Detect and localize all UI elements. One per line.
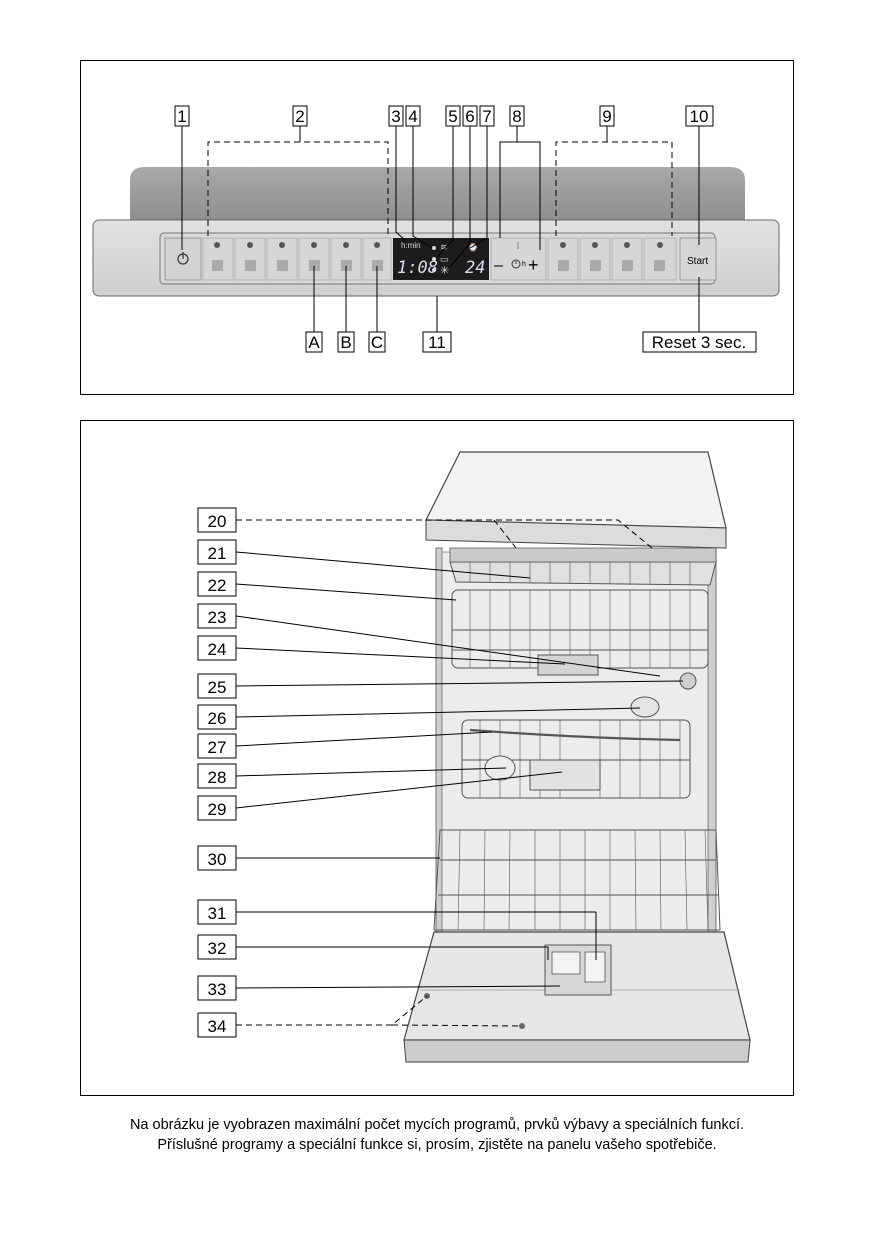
indicator-dot (432, 268, 436, 272)
callout-23: 23 (208, 608, 227, 627)
callout-25: 25 (208, 678, 227, 697)
interior-leader-lines (235, 519, 684, 1027)
filter-cap (630, 696, 660, 718)
callout-30: 30 (208, 850, 227, 869)
callout-27: 27 (208, 738, 227, 757)
display-time: 1:08 (397, 258, 438, 278)
timer-control: – h + (490, 237, 547, 281)
callout-31: 31 (208, 904, 227, 923)
display-hours: 24 (465, 258, 485, 278)
callout-2: 2 (295, 107, 304, 126)
callout-33: 33 (208, 980, 227, 999)
callout-8: 8 (512, 107, 521, 126)
display-panel: h:min 1:08 ≋ ▭ ✳ ⌚ 24 (393, 238, 489, 280)
lower-spray-arm (529, 759, 601, 791)
reset-label: Reset 3 sec. (652, 333, 747, 352)
option-button[interactable] (643, 237, 677, 281)
option-button[interactable] (579, 237, 611, 281)
interior-callout-boxes (197, 507, 237, 1038)
callout-32: 32 (208, 939, 227, 958)
panel-callouts-bottom (305, 331, 757, 353)
callout-22: 22 (208, 576, 227, 595)
caption-line-1: Na obrázku je vyobrazen maximální počet … (129, 1117, 745, 1133)
start-label: Start (687, 256, 708, 267)
start-button[interactable]: Start (679, 237, 717, 281)
power-button[interactable] (164, 237, 202, 281)
callout-7: 7 (482, 107, 491, 126)
callout-A: A (308, 333, 320, 352)
worktop (425, 451, 727, 529)
callout-29: 29 (208, 800, 227, 819)
upper-spray-arm (537, 654, 599, 676)
callout-20: 20 (208, 512, 227, 531)
callout-6: 6 (465, 107, 474, 126)
timer-plus-button[interactable]: + (528, 255, 539, 275)
appliance-top-lid (130, 167, 745, 222)
tub (441, 551, 709, 941)
caption-line-2: Příslušné programy a speciální funkce si… (157, 1137, 717, 1153)
callout-4: 4 (408, 107, 417, 126)
panel-callout-numbers-top: 1 2 3 4 5 6 7 8 9 10 (177, 107, 708, 126)
callout-3: 3 (391, 107, 400, 126)
callout-21: 21 (208, 544, 227, 563)
callout-34: 34 (208, 1017, 227, 1036)
callout-26: 26 (208, 709, 227, 728)
indicator-dot (432, 246, 436, 250)
panel-leader-lines (181, 126, 700, 332)
timer-icon: ⌚ (468, 242, 478, 252)
callout-C: C (371, 333, 383, 352)
program-button[interactable] (266, 237, 298, 281)
program-button[interactable] (234, 237, 266, 281)
figure-caption: Na obrázku je vyobrazen maximální počet … (0, 1115, 874, 1155)
timer-minus-button[interactable]: – (494, 257, 503, 274)
callout-10: 10 (690, 107, 709, 126)
interior-callout-numbers: 20 21 22 23 24 25 26 27 28 29 30 31 32 3… (208, 512, 227, 1036)
program-button[interactable] (362, 237, 392, 281)
program-button[interactable] (202, 237, 234, 281)
indicator-dot (432, 257, 436, 261)
salt-icon: ▭ (440, 254, 449, 264)
callout-28: 28 (208, 768, 227, 787)
panel-callout-letters: A B C 11 Reset 3 sec. (308, 333, 746, 352)
rinse-aid-icon: ≋ (440, 242, 448, 252)
svg-text:h: h (522, 261, 526, 268)
callout-9: 9 (602, 107, 611, 126)
callout-B: B (340, 333, 351, 352)
callout-11: 11 (428, 333, 446, 352)
callout-1: 1 (177, 107, 186, 126)
clock-icon (511, 259, 521, 269)
sparkle-icon: ✳ (440, 265, 449, 277)
callout-5: 5 (448, 107, 457, 126)
option-button[interactable] (547, 237, 579, 281)
dishwasher-drawing (403, 451, 751, 1063)
panel-callouts-top (174, 105, 714, 127)
option-button[interactable] (611, 237, 643, 281)
lower-basket (433, 829, 721, 931)
option-buttons-right (547, 237, 677, 281)
callout-24: 24 (208, 640, 227, 659)
display-unit-label: h:min (401, 241, 421, 250)
program-buttons-left (202, 237, 392, 281)
